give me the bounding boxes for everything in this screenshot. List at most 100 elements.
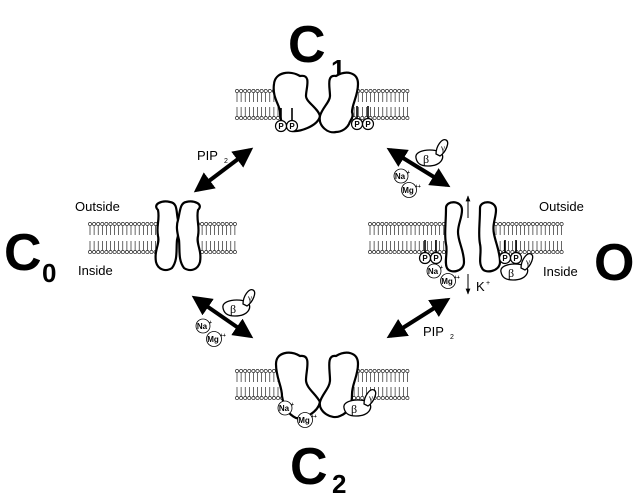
state-label-c2: C 2 — [290, 438, 346, 496]
lipid — [559, 222, 564, 254]
beta-label: β — [230, 302, 236, 316]
phosphate-label: P — [354, 120, 360, 129]
lipid — [401, 369, 406, 400]
lipid — [425, 222, 430, 254]
lipid — [397, 369, 402, 400]
mg-ion: Mg++ — [401, 182, 421, 198]
lipid — [267, 89, 272, 120]
gamma-label: γ — [440, 143, 445, 153]
lipid — [380, 222, 385, 254]
left-inside-label: Inside — [78, 263, 113, 278]
state-label-c0: C 0 — [4, 224, 56, 288]
mg-ion: Mg++ — [206, 331, 226, 347]
phosphate-label: P — [433, 254, 439, 263]
mg-ion-label: Mg — [402, 186, 414, 195]
lipid — [413, 222, 418, 254]
g-gamma-subunit — [520, 253, 534, 271]
lipid — [417, 222, 422, 254]
na-ion-charge: + — [209, 320, 212, 326]
lipid — [400, 222, 405, 254]
lipid — [204, 222, 209, 254]
lipid — [271, 369, 276, 400]
lipid — [531, 222, 535, 254]
lipid — [551, 222, 556, 254]
lipid — [259, 89, 264, 120]
lipid — [145, 222, 150, 254]
pip2-phosphate: P — [429, 240, 443, 265]
mg-ion-label: Mg — [207, 335, 219, 344]
lipid — [384, 222, 389, 254]
na-ion: Na+ — [277, 400, 294, 416]
na-ion-label: Na — [279, 404, 290, 413]
lipid — [389, 369, 393, 400]
mg-ion-label: Mg — [441, 277, 453, 286]
lipid — [526, 222, 531, 254]
lipid — [220, 222, 225, 254]
lipid — [263, 369, 268, 400]
lipid — [120, 222, 125, 254]
phosphate-label: P — [502, 254, 508, 263]
beta-label: β — [351, 402, 357, 416]
lipid — [112, 222, 117, 254]
mg-ion-charge: ++ — [415, 184, 421, 190]
pip2-phosphate: P — [285, 108, 299, 133]
mg-ion-label: Mg — [298, 416, 310, 425]
na-ion-label: Na — [197, 322, 208, 331]
g-beta-gamma: βγ — [500, 253, 534, 281]
g-beta-gamma: βγ — [222, 289, 256, 317]
na-ion: Na+ — [426, 263, 443, 279]
lipid — [555, 222, 560, 254]
arrow-c2-o — [386, 297, 451, 339]
state-label-o: O — [594, 234, 634, 292]
lipid — [125, 222, 129, 254]
lipid — [239, 369, 244, 400]
lipid — [393, 89, 398, 120]
pip2-text: PIP — [423, 324, 444, 339]
lipid — [535, 222, 539, 254]
left-outside-label: Outside — [75, 199, 120, 214]
lipid — [539, 222, 544, 254]
na-ion-label: Na — [395, 172, 406, 181]
state-c2-subscript: 2 — [332, 469, 346, 496]
lipid — [116, 222, 121, 254]
pip2-phosphate: P — [498, 240, 512, 265]
state-c0-subscript: 0 — [42, 258, 56, 288]
lipid — [368, 89, 373, 120]
lipid — [239, 89, 244, 120]
lipid — [376, 222, 381, 254]
lipid — [247, 89, 252, 120]
phosphate-label: P — [278, 122, 284, 131]
beta-label: β — [423, 152, 429, 166]
arrow-c0-c1 — [193, 147, 254, 193]
gamma-label: γ — [368, 393, 373, 403]
lipid — [547, 222, 552, 254]
lipid — [200, 222, 205, 254]
lipid — [429, 222, 434, 254]
lipid — [255, 369, 260, 400]
lipid — [108, 222, 113, 254]
lipid — [376, 89, 381, 120]
gamma-label: γ — [247, 293, 252, 303]
lipid — [232, 222, 237, 254]
lipid — [393, 369, 398, 400]
k-flux: K + — [465, 195, 490, 295]
phosphate-label: P — [422, 254, 428, 263]
channels — [154, 71, 502, 420]
lipid — [235, 89, 239, 120]
lipid — [372, 89, 377, 120]
mg-ion: Mg++ — [297, 412, 317, 428]
lipid — [396, 222, 401, 254]
k-ion-label: K — [476, 279, 485, 294]
lipid — [133, 222, 138, 254]
g-beta-gamma: βγ — [343, 389, 377, 417]
lipid — [216, 222, 221, 254]
lipid — [372, 222, 377, 254]
na-ion-charge: + — [291, 402, 294, 408]
lipid — [392, 222, 397, 254]
channel-c0 — [154, 200, 202, 272]
lipid — [208, 222, 213, 254]
lipid — [506, 222, 511, 254]
lipid — [437, 222, 442, 254]
lipid — [137, 222, 142, 254]
